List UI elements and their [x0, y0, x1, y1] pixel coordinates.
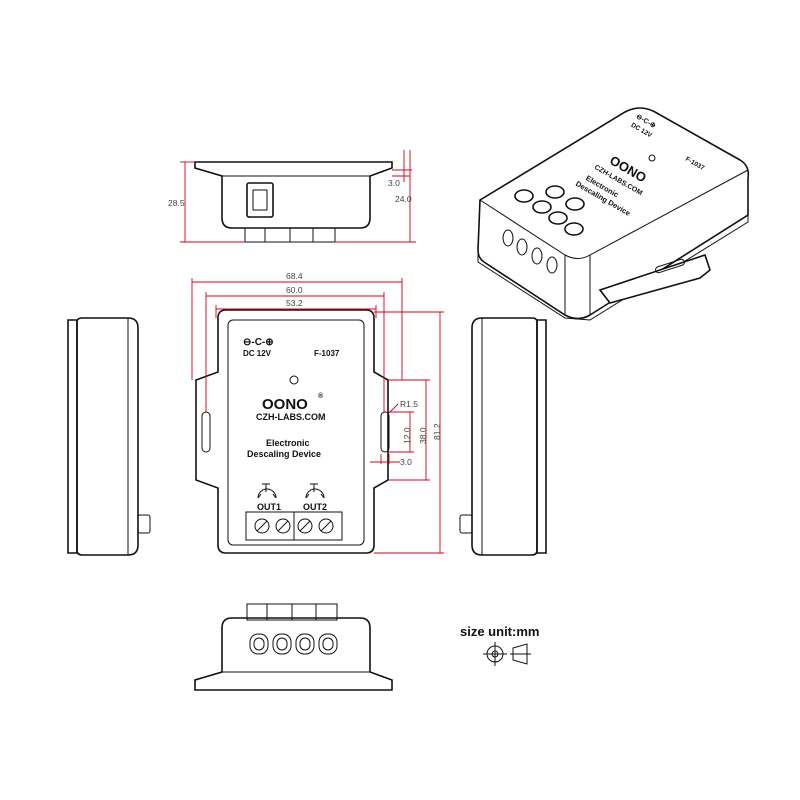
- device-line2: Descaling Device: [247, 449, 321, 459]
- dc-label: DC 12V: [243, 349, 272, 358]
- iso-terminal-block: [514, 185, 585, 236]
- left-side-view: [67, 317, 151, 556]
- website-label: CZH-LABS.COM: [256, 412, 326, 422]
- dc-jack: [246, 182, 274, 218]
- model-label: F-1037: [314, 349, 340, 358]
- dim-height-inner: 24.0: [395, 194, 412, 204]
- slot-right: [380, 411, 390, 453]
- slot-left: [201, 411, 211, 453]
- right-side-view: [459, 317, 547, 556]
- dim-ear-height: 38.0: [418, 427, 428, 444]
- bottom-ports: [249, 633, 338, 655]
- projection-symbol-icon: [483, 642, 531, 666]
- out2-label: OUT2: [303, 502, 327, 512]
- output-icons: [257, 483, 325, 499]
- brand-label: OONO: [262, 396, 308, 413]
- iso-front-ports: [502, 229, 558, 274]
- dim-width-mount: 60.0: [286, 285, 303, 295]
- led-indicator: [289, 375, 299, 385]
- bottom-view: [194, 603, 393, 691]
- isometric-view: OONO CZH-LABS.COM Electronic Descaling D…: [477, 107, 750, 321]
- dim-slot-offset: 3.0: [400, 457, 412, 467]
- top-view: 28.5 24.0 3.0: [168, 150, 416, 243]
- svg-text:®: ®: [318, 392, 324, 400]
- dim-height-side: 28.5: [168, 198, 185, 208]
- svg-text:⊖-C-⊕: ⊖-C-⊕: [243, 337, 274, 348]
- device-line1: Electronic: [266, 438, 310, 448]
- dim-width-body: 53.2: [286, 298, 303, 308]
- dim-slot-length: 12.0: [402, 427, 412, 444]
- out1-label: OUT1: [257, 502, 281, 512]
- dim-length-overall: 81.2: [432, 423, 442, 440]
- terminal-screws: [254, 518, 334, 534]
- dim-radius: R1.5: [400, 399, 418, 409]
- dim-flange-top: 3.0: [388, 178, 400, 188]
- unit-note: size unit:mm: [460, 624, 539, 639]
- dim-width-overall: 68.4: [286, 271, 303, 281]
- front-view: ⊖-C-⊕ DC 12V F-1037 OONO ® CZH-LABS.COM …: [191, 271, 444, 554]
